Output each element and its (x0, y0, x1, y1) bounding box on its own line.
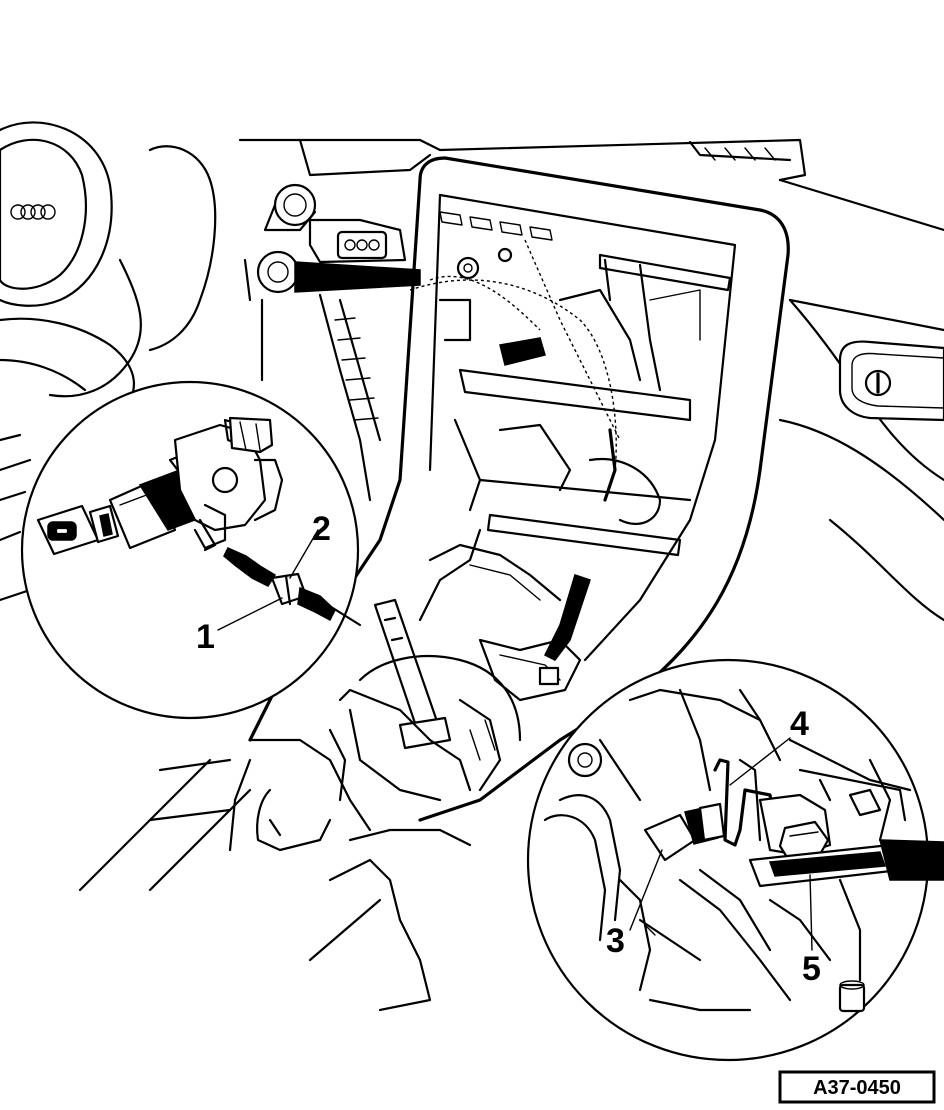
connector-plug (336, 230, 388, 260)
detail-circle-shift-lock (526, 658, 944, 1062)
ignition-key-icon (36, 504, 120, 556)
figure-id-box: A37-0450 (778, 1070, 936, 1104)
dashboard-outline (238, 138, 944, 622)
steering-wheel-hub (0, 121, 217, 622)
callout-3: 3 (606, 922, 625, 960)
detail-circle-ignition (20, 380, 362, 720)
figure-id-label: A37-0450 (813, 1077, 901, 1099)
callout-2: 2 (312, 510, 331, 548)
leader-line-3 (629, 849, 663, 931)
power-button-icon (864, 369, 892, 397)
leader-line-2 (289, 529, 319, 579)
steering-column (243, 183, 421, 502)
leader-line-4 (729, 737, 791, 786)
four-rings-logo-icon (10, 204, 56, 220)
callout-1: 1 (196, 618, 215, 656)
callout-5: 5 (802, 950, 821, 988)
leader-line-1 (217, 597, 283, 631)
callout-4: 4 (790, 705, 809, 743)
leader-line-5 (809, 874, 813, 951)
